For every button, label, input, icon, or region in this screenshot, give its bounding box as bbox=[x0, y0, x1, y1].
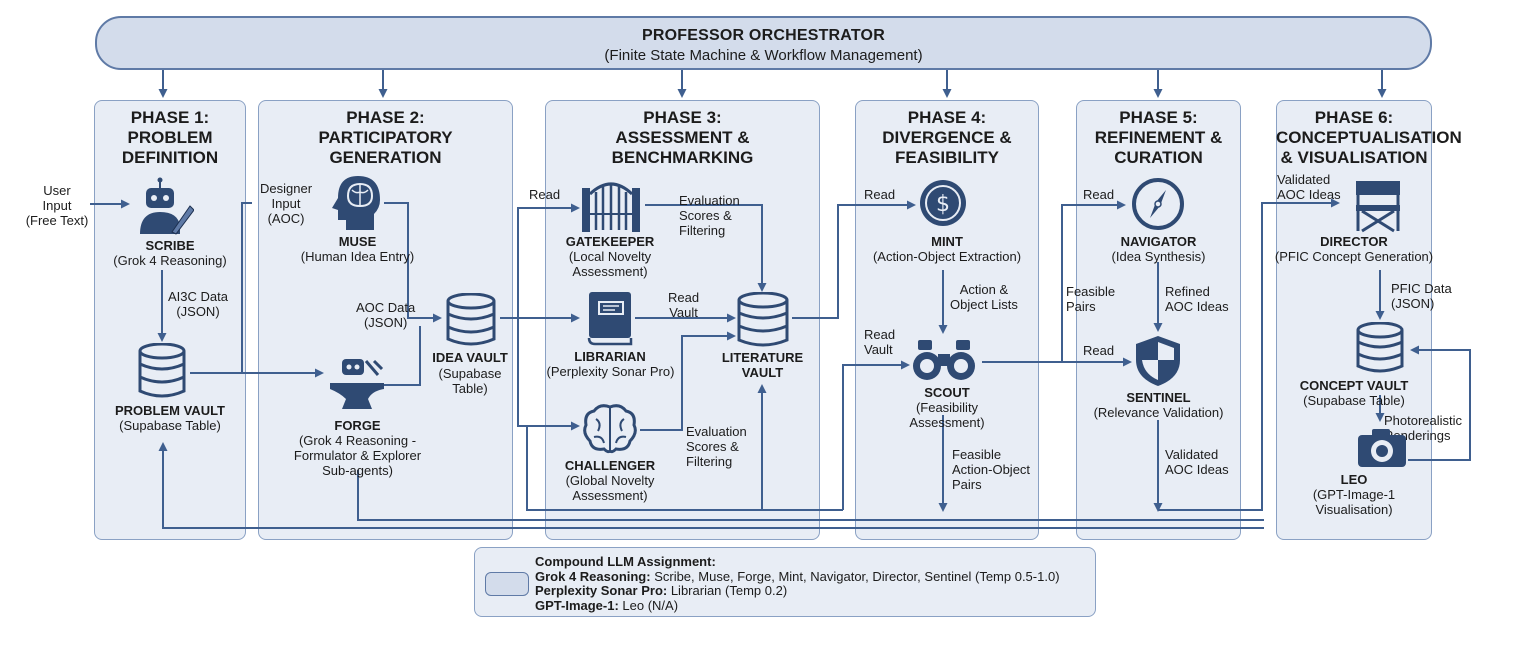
designer-input-label: Designer Input (AOC) bbox=[260, 181, 313, 226]
aoc-data-label: AOC Data (JSON) bbox=[356, 300, 416, 330]
muse-name: MUSE bbox=[338, 234, 377, 249]
scout-name: SCOUT bbox=[924, 385, 970, 400]
sentinel-name: SENTINEL bbox=[1126, 390, 1191, 405]
phase-2-title: PHASE 2: PARTICIPATORY GENERATION bbox=[318, 108, 453, 167]
robot-writer-icon bbox=[140, 177, 194, 235]
read-gatekeeper-label: Read bbox=[529, 187, 561, 202]
sentinel-desc: (Relevance Validation) bbox=[1093, 405, 1224, 420]
llm-assignment-legend: Compound LLM Assignment: Grok 4 Reasonin… bbox=[474, 547, 1096, 617]
scribe-name: SCRIBE bbox=[145, 238, 195, 253]
phase-4-title: PHASE 4: DIVERGENCE & FEASIBILITY bbox=[882, 108, 1012, 167]
coin-icon: $ bbox=[920, 180, 966, 226]
gatekeeper-name: GATEKEEPER bbox=[565, 234, 655, 249]
eval-scores-label-1: Evaluation Scores & Filtering bbox=[679, 193, 740, 238]
book-icon bbox=[587, 292, 633, 346]
idea-vault-desc: (Supabase Table) bbox=[438, 366, 502, 396]
camera-icon bbox=[1358, 429, 1406, 467]
ai3c-data-label: AI3C Data (JSON) bbox=[168, 289, 228, 319]
gatekeeper-desc: (Local Novelty Assessment) bbox=[568, 249, 652, 279]
database-icon bbox=[737, 292, 789, 347]
legend-text-1: Scribe, Muse, Forge, Mint, Navigator, Di… bbox=[650, 568, 1060, 584]
problem-vault-name: PROBLEM VAULT bbox=[114, 403, 225, 418]
literature-vault-name: LITERATURE VAULT bbox=[721, 350, 804, 380]
feasible-ao-pairs-label: Feasible Action-Object Pairs bbox=[952, 447, 1031, 492]
legend-title: Compound LLM Assignment: bbox=[535, 554, 716, 569]
director-chair-icon bbox=[1356, 181, 1400, 233]
database-icon bbox=[138, 343, 186, 398]
challenger-desc: (Global Novelty Assessment) bbox=[565, 473, 655, 503]
binoculars-icon bbox=[913, 340, 975, 380]
librarian-desc: (Perplexity Sonar Pro) bbox=[546, 364, 675, 379]
legend-model-3: GPT-Image-1: bbox=[535, 597, 619, 613]
scribe-desc: (Grok 4 Reasoning) bbox=[113, 253, 227, 268]
phase-1-panel bbox=[94, 100, 246, 540]
human-head-brain-icon bbox=[332, 176, 380, 230]
user-input-label: User Input (Free Text) bbox=[25, 183, 89, 228]
navigator-desc: (Idea Synthesis) bbox=[1111, 249, 1206, 264]
orchestrator-bar: PROFESSOR ORCHESTRATOR (Finite State Mac… bbox=[95, 16, 1432, 70]
orchestrator-title: PROFESSOR ORCHESTRATOR bbox=[642, 27, 885, 44]
scout-desc: (Feasibility Assessment) bbox=[909, 400, 985, 430]
director-desc: (PFIC Concept Generation) bbox=[1274, 249, 1434, 264]
read-mint-label: Read bbox=[864, 187, 896, 202]
legend-text-2: Librarian (Temp 0.2) bbox=[667, 583, 788, 598]
phase-3-title: PHASE 3: ASSESSMENT & BENCHMARKING bbox=[611, 108, 754, 167]
navigator-name: NAVIGATOR bbox=[1120, 234, 1197, 249]
phase-4-panel bbox=[855, 100, 1039, 540]
legend-swatch bbox=[485, 572, 529, 596]
legend-text-3: Leo (N/A) bbox=[618, 597, 679, 613]
validated-aoc-director-label: Validated AOC Ideas bbox=[1277, 172, 1341, 202]
challenger-name: CHALLENGER bbox=[564, 458, 656, 473]
pfic-data-label: PFIC Data (JSON) bbox=[1391, 281, 1452, 311]
database-icon bbox=[1356, 322, 1404, 373]
director-name: DIRECTOR bbox=[1320, 234, 1388, 249]
brain-icon bbox=[583, 404, 637, 454]
read-vault-scout-label: Read Vault bbox=[864, 327, 896, 357]
database-icon bbox=[446, 293, 496, 346]
orchestrator-subtitle: (Finite State Machine & Workflow Managem… bbox=[604, 47, 923, 64]
phase-5-title: PHASE 5: REFINEMENT & CURATION bbox=[1094, 108, 1223, 167]
forge-desc: (Grok 4 Reasoning - Formulator & Explore… bbox=[293, 433, 422, 478]
concept-vault-name: CONCEPT VAULT bbox=[1299, 378, 1409, 393]
idea-vault-name: IDEA VAULT bbox=[432, 350, 508, 365]
action-object-lists-label: Action & Object Lists bbox=[950, 282, 1018, 312]
phase-1-title: PHASE 1: PROBLEM DEFINITION bbox=[121, 108, 219, 167]
shield-icon bbox=[1136, 336, 1180, 386]
concept-vault-desc: (Supabase Table) bbox=[1303, 393, 1405, 408]
legend-model-2: Perplexity Sonar Pro: bbox=[535, 583, 668, 598]
feasible-pairs-label: Feasible Pairs bbox=[1066, 284, 1116, 314]
read-navigator-label: Read bbox=[1083, 187, 1115, 202]
validated-aoc-label: Validated AOC Ideas bbox=[1165, 447, 1229, 477]
read-sentinel-label: Read bbox=[1083, 343, 1115, 358]
forge-name: FORGE bbox=[334, 418, 381, 433]
refined-aoc-label: Refined AOC Ideas bbox=[1165, 284, 1229, 314]
librarian-name: LIBRARIAN bbox=[574, 349, 646, 364]
leo-name: LEO bbox=[1340, 472, 1368, 487]
eval-scores-label-2: Evaluation Scores & Filtering bbox=[686, 424, 747, 469]
robot-anvil-icon bbox=[330, 359, 384, 409]
read-vault-librarian-label: Read Vault bbox=[668, 290, 700, 320]
svg-text:$: $ bbox=[936, 192, 950, 217]
phase-6-title: PHASE 6: CONCEPTUALISATION & VISUALISATI… bbox=[1276, 108, 1462, 167]
mint-name: MINT bbox=[931, 234, 963, 249]
leo-desc: (GPT-Image-1 Visualisation) bbox=[1312, 487, 1396, 517]
gate-icon bbox=[582, 182, 640, 232]
muse-desc: (Human Idea Entry) bbox=[300, 249, 415, 264]
legend-model-1: Grok 4 Reasoning: bbox=[535, 568, 651, 584]
phase-6-panel bbox=[1276, 100, 1432, 540]
problem-vault-desc: (Supabase Table) bbox=[119, 418, 221, 433]
mint-desc: (Action-Object Extraction) bbox=[872, 249, 1022, 264]
compass-icon bbox=[1132, 178, 1184, 230]
